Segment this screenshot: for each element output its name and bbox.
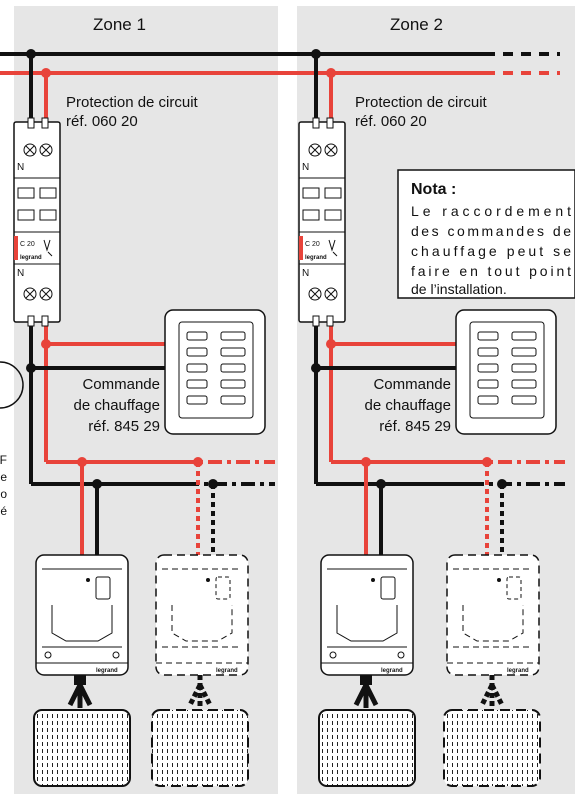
breaker-2-bottom-n: N (302, 268, 309, 279)
zone-2-protection-ref: réf. 060 20 (355, 113, 427, 130)
heater-2-brand: legrand (381, 668, 403, 674)
zone-2-command-ref: réf. 845 29 (379, 418, 451, 435)
zone-1-dashed-extension (180, 457, 275, 558)
heater-1-brand: legrand (96, 668, 118, 674)
breaker-2-brand: legrand (305, 255, 327, 261)
margin-text-1: F (0, 453, 7, 467)
heating-element-zone-2 (318, 709, 416, 787)
nota-line-3: chauffage peut se (411, 243, 571, 259)
nota-line-4: faire en tout point (411, 263, 571, 279)
zone-2-command-label-1: Commande (373, 376, 451, 393)
nota-title: Nota : (411, 181, 456, 198)
breaker-1-top-n: N (17, 162, 24, 173)
zone-1-protection-ref: réf. 060 20 (66, 113, 138, 130)
breaker-2-rating: C 20 (305, 241, 320, 248)
circle-fragment (0, 361, 24, 409)
zone-1-wiring (26, 54, 275, 558)
zone-2-wiring (311, 54, 470, 558)
nota-line-5: de l’installation. (411, 281, 507, 297)
nota-line-2: des commandes de (411, 223, 571, 239)
zone-1-title: Zone 1 (93, 15, 146, 34)
heating-element-zone-1 (33, 709, 131, 787)
optional-heater-cable-zone-1 (187, 675, 213, 708)
heating-control-zone-2 (455, 309, 557, 435)
heater-cable-zone-2 (353, 675, 379, 708)
zone-2-protection-label: Protection de circuit (355, 94, 488, 111)
optional-heater-zone-2: legrand (446, 554, 540, 676)
breaker-1-brand: legrand (20, 255, 42, 261)
zone-2-title: Zone 2 (390, 15, 443, 34)
breaker-1-bottom-n: N (17, 268, 24, 279)
zone-1-command-label-1: Commande (82, 376, 160, 393)
circuit-breaker-zone-1: N C 20 legrand N (13, 117, 61, 327)
zone-2-dashed-extension (470, 457, 565, 558)
optional-heater-zone-1: legrand (155, 554, 249, 676)
nota-box: Nota : Le raccordement des commandes de … (397, 169, 575, 299)
heater-cable-zone-1 (67, 675, 93, 708)
margin-text-2: e (0, 470, 7, 484)
zone-1-command-label-2: de chauffage (74, 397, 160, 414)
heating-control-zone-1 (164, 309, 266, 435)
margin-text-3: o (0, 487, 7, 501)
optional-heating-element-zone-1 (151, 709, 249, 787)
breaker-1-rating: C 20 (20, 241, 35, 248)
optional-heating-element-zone-2 (443, 709, 541, 787)
nota-line-1: Le raccordement (411, 203, 571, 219)
margin-text-4: é (0, 504, 7, 518)
zone-1-command-ref: réf. 845 29 (88, 418, 160, 435)
optional-heater-cable-zone-2 (479, 675, 505, 708)
heater-zone-1: legrand (35, 554, 129, 676)
zone-1-protection-label: Protection de circuit (66, 94, 199, 111)
zone-2-command-label-2: de chauffage (365, 397, 451, 414)
optional-heater-1-brand: legrand (216, 668, 238, 674)
breaker-2-top-n: N (302, 162, 309, 173)
heater-zone-2: legrand (320, 554, 414, 676)
optional-heater-2-brand: legrand (507, 668, 529, 674)
circuit-breaker-zone-2: N C 20 legrand N (298, 117, 346, 327)
